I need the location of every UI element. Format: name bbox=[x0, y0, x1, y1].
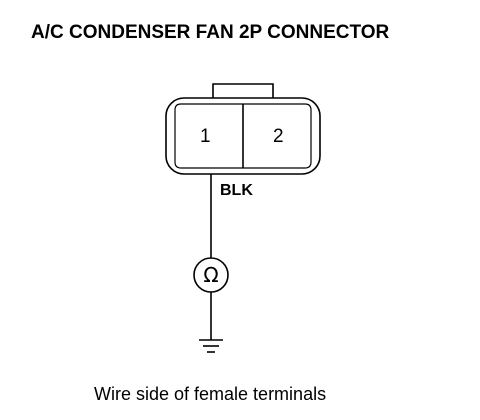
ohmmeter-symbol: Ω bbox=[193, 257, 229, 293]
connector-cavity-outline bbox=[174, 103, 312, 169]
connector-housing bbox=[165, 97, 321, 175]
ground-icon bbox=[199, 339, 223, 353]
pin-1-label: 1 bbox=[200, 126, 211, 147]
connector-lock-tab bbox=[212, 83, 274, 98]
pin-2-label: 2 bbox=[273, 126, 284, 147]
connector-2p: 1 2 bbox=[165, 83, 321, 175]
diagram-title: A/C CONDENSER FAN 2P CONNECTOR bbox=[31, 22, 390, 43]
diagram-caption: Wire side of female terminals bbox=[94, 384, 326, 404]
wire-color-label: BLK bbox=[220, 182, 253, 199]
ohm-icon: Ω bbox=[203, 263, 218, 287]
